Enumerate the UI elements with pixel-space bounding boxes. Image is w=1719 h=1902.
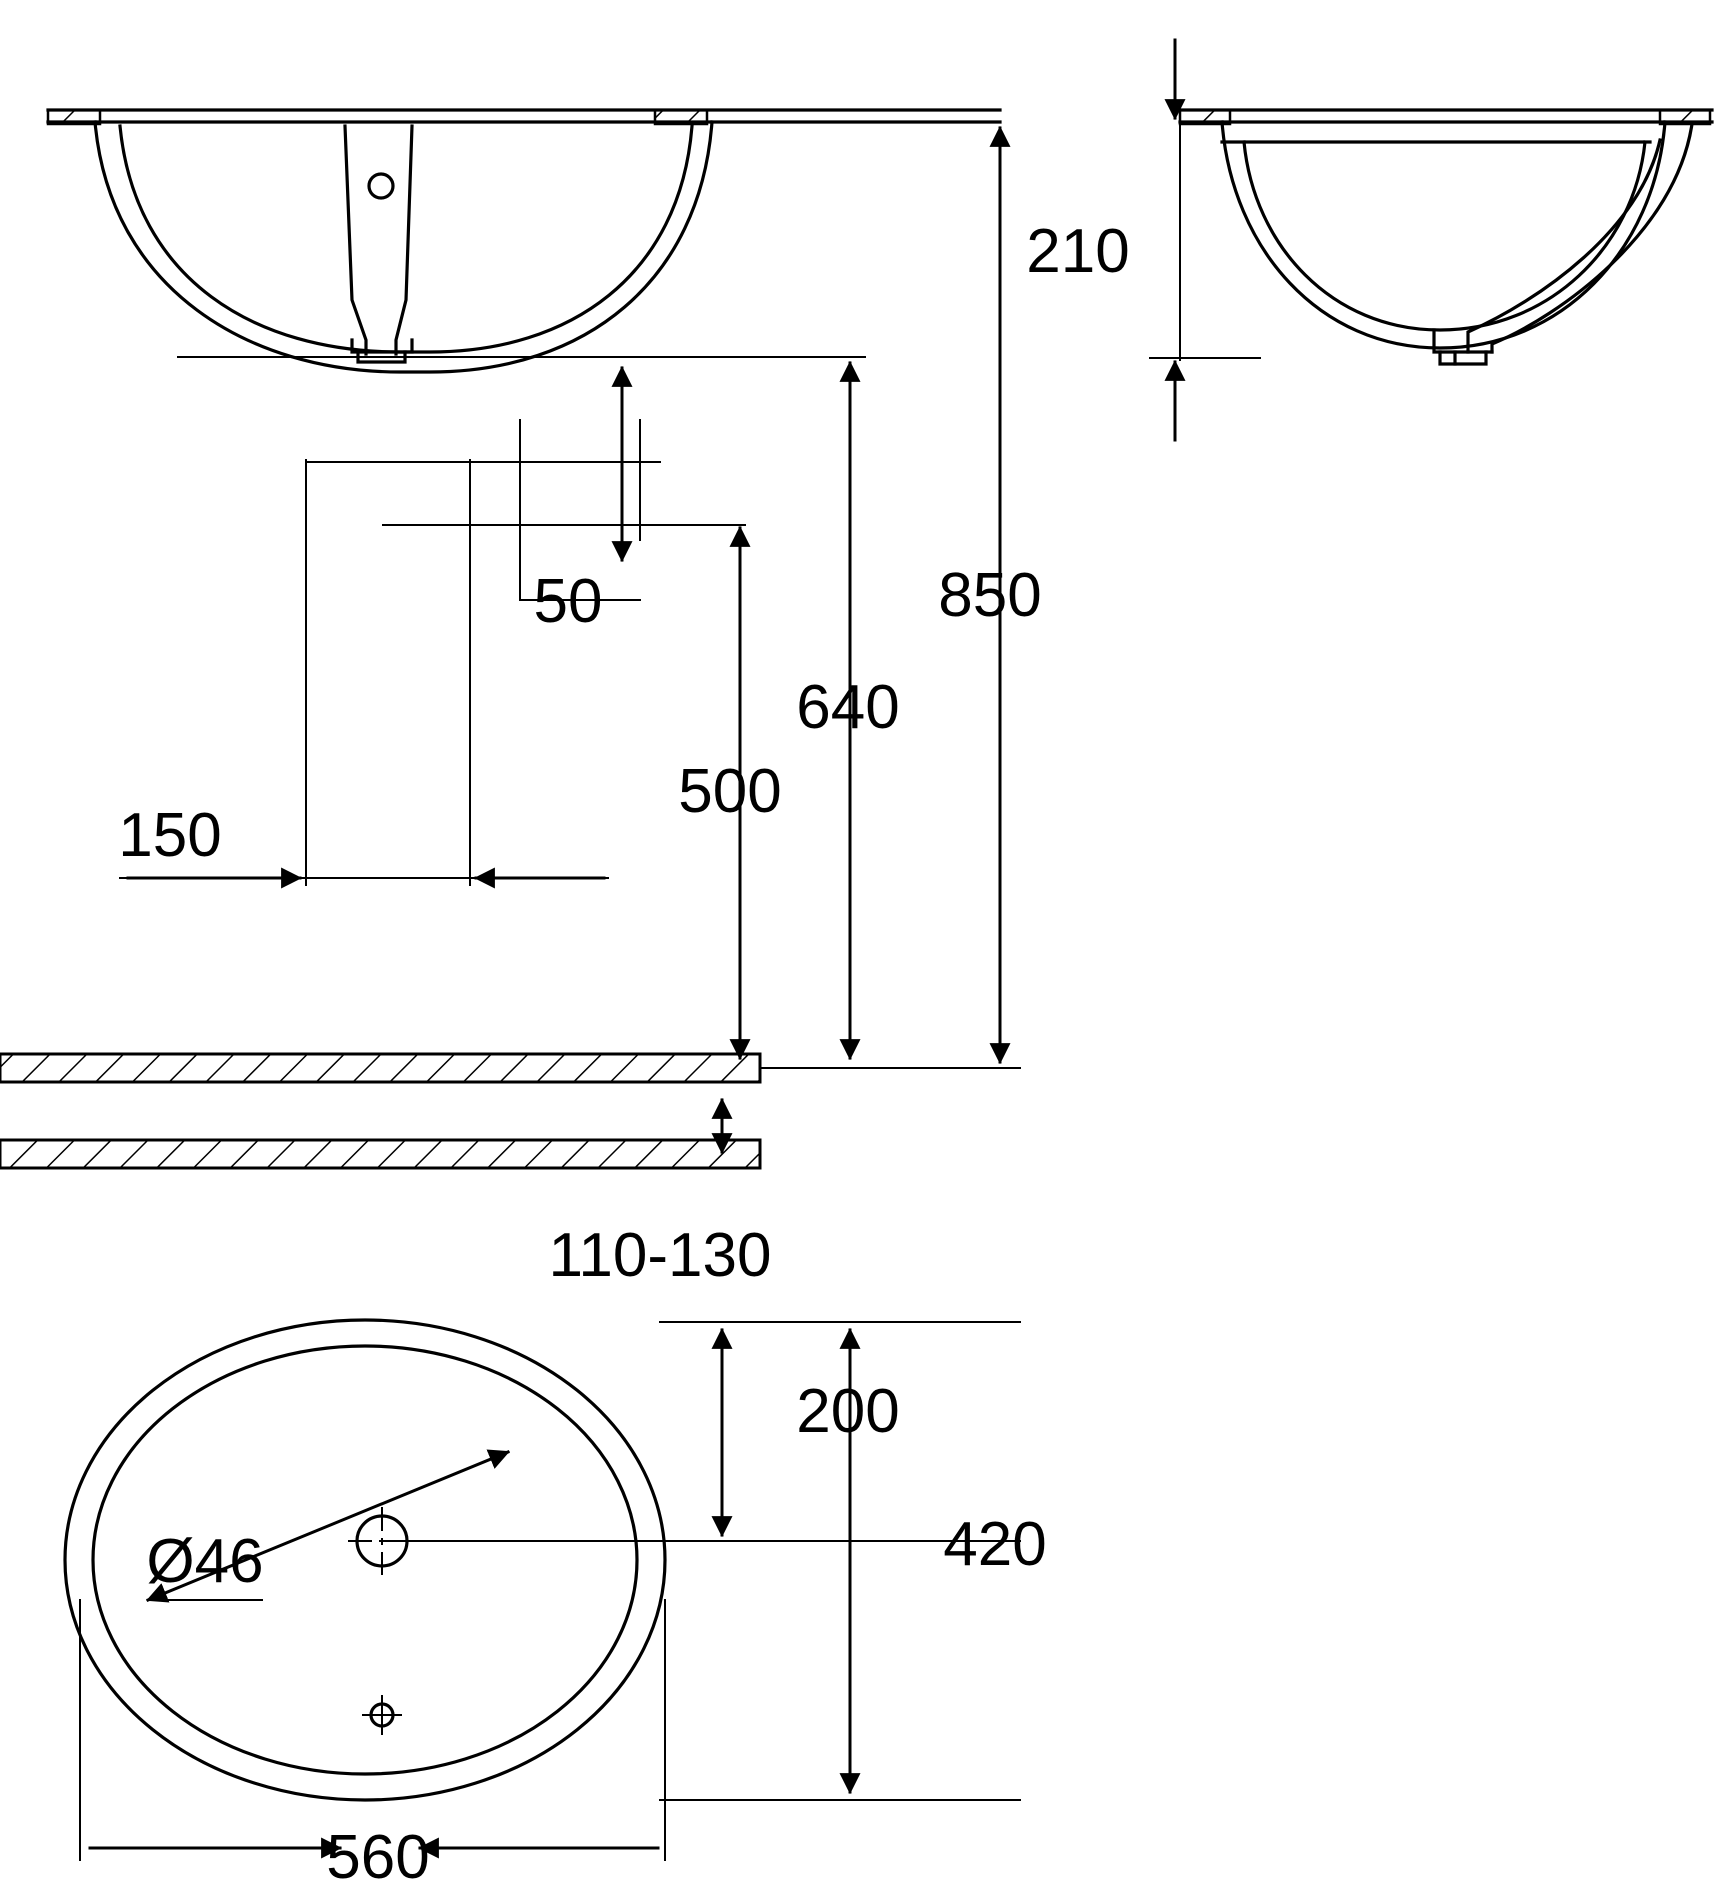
side-section-view — [1178, 108, 1714, 366]
dimension-label-110-130: 110-130 — [549, 1221, 772, 1290]
dimension-label-diameter-46: Ø46 — [146, 1527, 263, 1596]
countertop-hatch-band — [0, 1052, 762, 1084]
dimension-label-420: 420 — [943, 1510, 1046, 1579]
front-section-view — [46, 108, 1002, 374]
dimension-label-850: 850 — [938, 561, 1041, 630]
dimension-label-150: 150 — [118, 801, 221, 870]
dimension-label-200: 200 — [796, 1377, 899, 1446]
dimension-arrows — [88, 38, 1186, 1859]
dimension-label-500: 500 — [678, 757, 781, 826]
dimension-label-210: 210 — [1026, 217, 1129, 286]
dimension-label-560: 560 — [326, 1823, 429, 1892]
shelf-hatch-band — [0, 1138, 762, 1170]
dimension-labels: 210 850 640 500 50 150 110-130 200 420 Ø… — [118, 217, 1129, 1892]
dimension-label-640: 640 — [796, 673, 899, 742]
dimension-label-50: 50 — [534, 567, 603, 636]
